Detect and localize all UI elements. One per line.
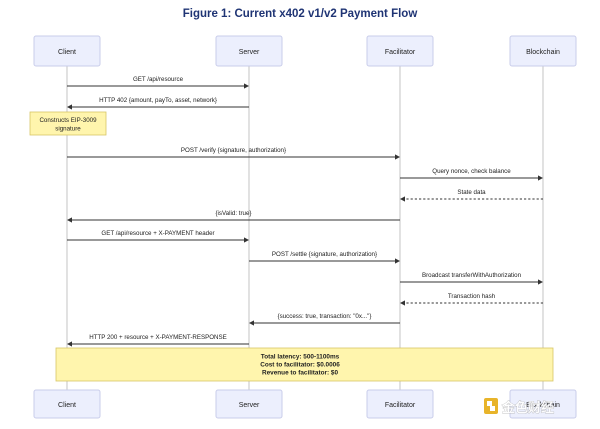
- actors-bottom: Client Server Facilitator Blockchain: [33, 389, 577, 419]
- actor-label: Blockchain: [526, 49, 560, 56]
- watermark: 金色财经: [484, 398, 554, 416]
- message-label: HTTP 402 {amount, payTo, asset, network}: [99, 97, 217, 104]
- actor-facilitator-top: Facilitator: [366, 35, 434, 67]
- summary-note: Total latency: 500-1100ms Cost to facili…: [55, 347, 554, 382]
- arrowhead-icon: [67, 104, 72, 110]
- actor-box: [33, 389, 101, 419]
- message-server-to-client: HTTP 402 {amount, payTo, asset, network}: [67, 97, 249, 110]
- watermark-logo-icon: [484, 398, 498, 414]
- message-label: GET /api/resource: [133, 76, 184, 83]
- signature-note: Constructs EIP-3009 signature: [29, 111, 107, 136]
- watermark-text: 金色财经: [501, 400, 554, 416]
- message-label: POST /verify {signature, authorization}: [181, 147, 286, 154]
- actor-box: [509, 35, 577, 67]
- arrowhead-icon: [249, 320, 254, 326]
- note-box: [55, 347, 554, 382]
- message-label: {isValid: true}: [215, 210, 251, 217]
- arrowhead-icon: [244, 83, 249, 89]
- summary-revenue: Revenue to facilitator: $0: [262, 370, 338, 377]
- message-facilitator-to-client: {isValid: true}: [67, 210, 400, 223]
- actor-blockchain-bottom: Blockchain: [509, 389, 577, 419]
- message-blockchain-to-facilitator: State data: [400, 189, 543, 202]
- message-label: POST /settle {signature, authorization}: [272, 251, 377, 258]
- arrowhead-icon: [538, 175, 543, 181]
- message-label: HTTP 200 + resource + X-PAYMENT-RESPONSE: [89, 334, 227, 341]
- actor-label: Facilitator: [385, 49, 416, 56]
- actor-box: [215, 389, 283, 419]
- message-facilitator-to-blockchain: Broadcast transferWithAuthorization: [400, 272, 543, 285]
- message-label: {success: true, transaction: "0x..."}: [278, 313, 372, 320]
- actor-box: [215, 35, 283, 67]
- message-client-to-server: GET /api/resource + X-PAYMENT header: [67, 230, 249, 243]
- actor-box: [509, 389, 577, 419]
- message-label: Query nonce, check balance: [432, 168, 511, 175]
- diagram-title: Figure 1: Current x402 v1/v2 Payment Flo…: [183, 8, 418, 20]
- actor-client-top: Client: [33, 35, 101, 67]
- message-server-to-facilitator: POST /settle {signature, authorization}: [249, 251, 400, 264]
- actors-top: Client Server Facilitator Blockchain: [33, 35, 577, 67]
- arrowhead-icon: [67, 341, 72, 347]
- note-line-2: signature: [55, 126, 81, 133]
- message-label: Transaction hash: [448, 293, 496, 300]
- message-label: State data: [457, 189, 486, 196]
- message-server-to-client: HTTP 200 + resource + X-PAYMENT-RESPONSE: [67, 334, 249, 347]
- actor-label: Server: [239, 49, 260, 56]
- summary-cost: Cost to facilitator: $0.0006: [260, 362, 340, 369]
- message-label: Broadcast transferWithAuthorization: [422, 272, 522, 279]
- summary-latency: Total latency: 500-1100ms: [261, 354, 340, 361]
- message-blockchain-to-facilitator: Transaction hash: [400, 293, 543, 306]
- arrowhead-icon: [395, 154, 400, 160]
- actor-label: Client: [58, 402, 76, 409]
- actor-server-bottom: Server: [215, 389, 283, 419]
- message-client-to-facilitator: POST /verify {signature, authorization}: [67, 147, 400, 160]
- arrowhead-icon: [400, 300, 405, 306]
- lifelines: [66, 66, 544, 390]
- actor-client-bottom: Client: [33, 389, 101, 419]
- message-facilitator-to-server: {success: true, transaction: "0x..."}: [249, 313, 400, 326]
- actor-box: [33, 35, 101, 67]
- message-facilitator-to-blockchain: Query nonce, check balance: [400, 168, 543, 181]
- actor-facilitator-bottom: Facilitator: [366, 389, 434, 419]
- arrowhead-icon: [400, 196, 405, 202]
- actor-blockchain-top: Blockchain: [509, 35, 577, 67]
- actor-box: [366, 389, 434, 419]
- actor-server-top: Server: [215, 35, 283, 67]
- actor-label: Blockchain: [526, 402, 560, 409]
- actor-label: Facilitator: [385, 402, 416, 409]
- arrowhead-icon: [538, 279, 543, 285]
- arrowhead-icon: [395, 258, 400, 264]
- actor-label: Client: [58, 49, 76, 56]
- message-client-to-server: GET /api/resource: [67, 76, 249, 89]
- arrowhead-icon: [67, 217, 72, 223]
- actor-label: Server: [239, 402, 260, 409]
- note-box: [29, 111, 107, 136]
- note-line-1: Constructs EIP-3009: [39, 117, 97, 124]
- message-label: GET /api/resource + X-PAYMENT header: [101, 230, 214, 237]
- actor-box: [366, 35, 434, 67]
- arrowhead-icon: [244, 237, 249, 243]
